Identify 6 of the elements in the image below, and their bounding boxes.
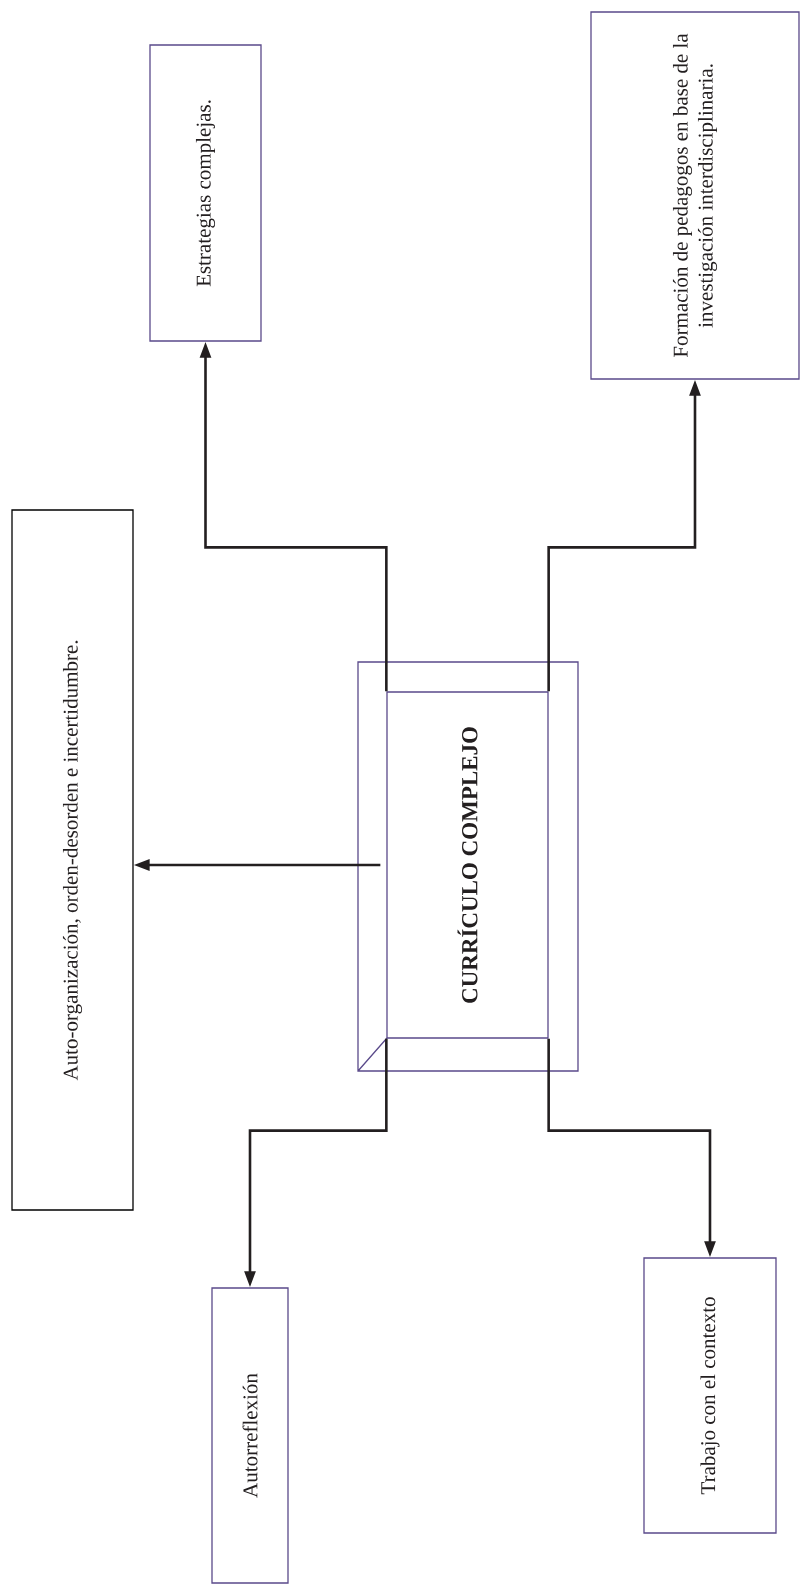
title-box: CURRÍCULO COMPLEJO (386, 691, 549, 1039)
process-box: Auto-organización, orden-desorden e incertidumbre. (11, 509, 134, 1211)
process-box: Trabajo con el contexto (643, 1257, 777, 1534)
process-box: Autorreflexión (211, 1287, 289, 1584)
process-box: Formación de pedagogos en base de la investigación interdisciplinaria. (590, 11, 800, 380)
process-box: Estrategias complejas. (149, 44, 262, 342)
